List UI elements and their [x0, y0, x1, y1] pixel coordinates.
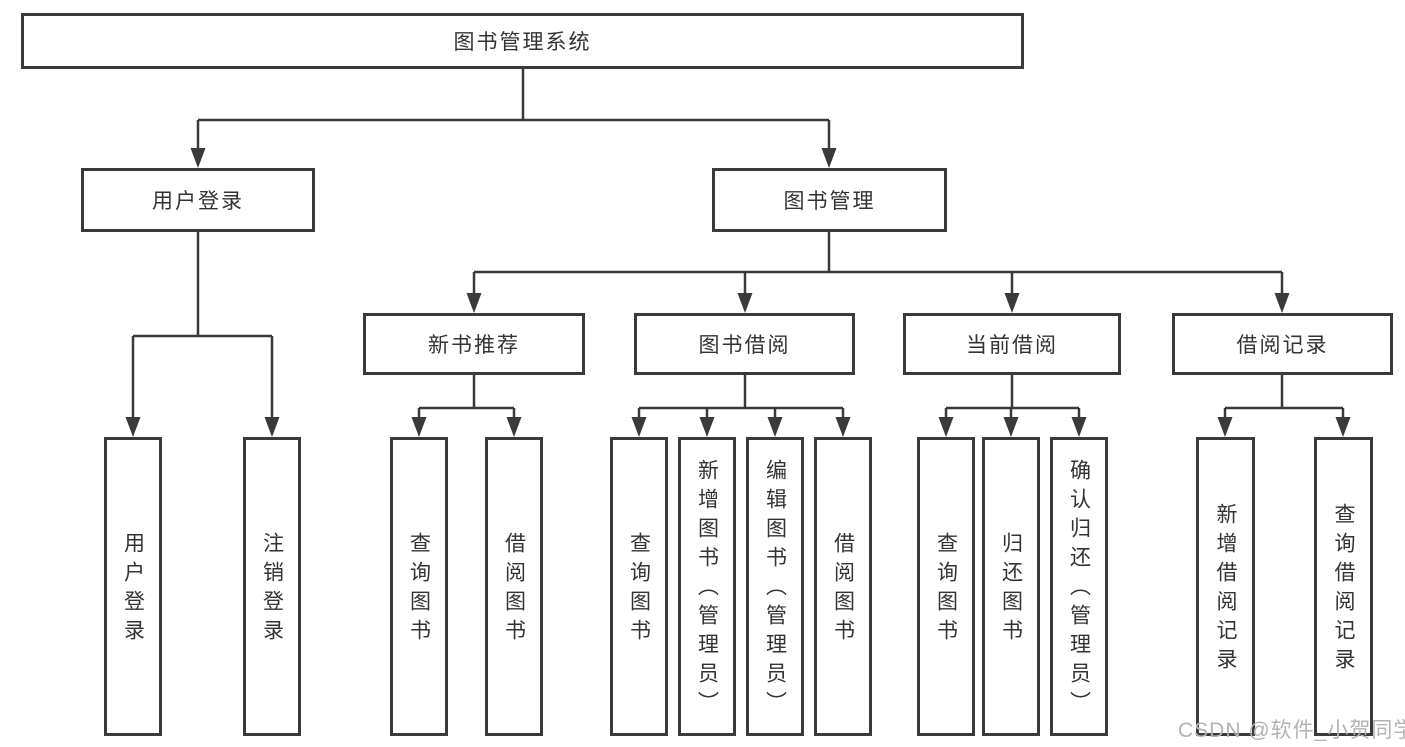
node-root-system: 图书管理系统	[21, 13, 1024, 69]
leaf-confirm-return-admin: 确认归还（管理员）	[1050, 437, 1108, 736]
leaf-recommend-borrow-book: 借阅图书	[485, 437, 543, 736]
node-book-borrow: 图书借阅	[634, 313, 855, 375]
leaf-add-book-admin: 新增图书（管理员）	[678, 437, 736, 736]
leaf-user-login: 用户登录	[104, 437, 162, 736]
node-borrow-records: 借阅记录	[1172, 313, 1393, 375]
leaf-return-book: 归还图书	[982, 437, 1040, 736]
node-current-borrow: 当前借阅	[903, 313, 1121, 375]
leaf-borrow-query-book: 查询图书	[610, 437, 668, 736]
leaf-logout: 注销登录	[243, 437, 301, 736]
leaf-add-borrow-record: 新增借阅记录	[1196, 437, 1255, 736]
csdn-watermark: CSDN @软件_小贺同学	[1178, 719, 1405, 742]
node-new-book-recommend: 新书推荐	[363, 313, 585, 375]
leaf-current-query-book: 查询图书	[917, 437, 975, 736]
leaf-query-borrow-record: 查询借阅记录	[1314, 437, 1373, 736]
leaf-borrow-book: 借阅图书	[814, 437, 872, 736]
node-book-management: 图书管理	[712, 168, 947, 232]
leaf-edit-book-admin: 编辑图书（管理员）	[746, 437, 804, 736]
node-user-login: 用户登录	[81, 168, 315, 232]
leaf-recommend-query-book: 查询图书	[390, 437, 448, 736]
